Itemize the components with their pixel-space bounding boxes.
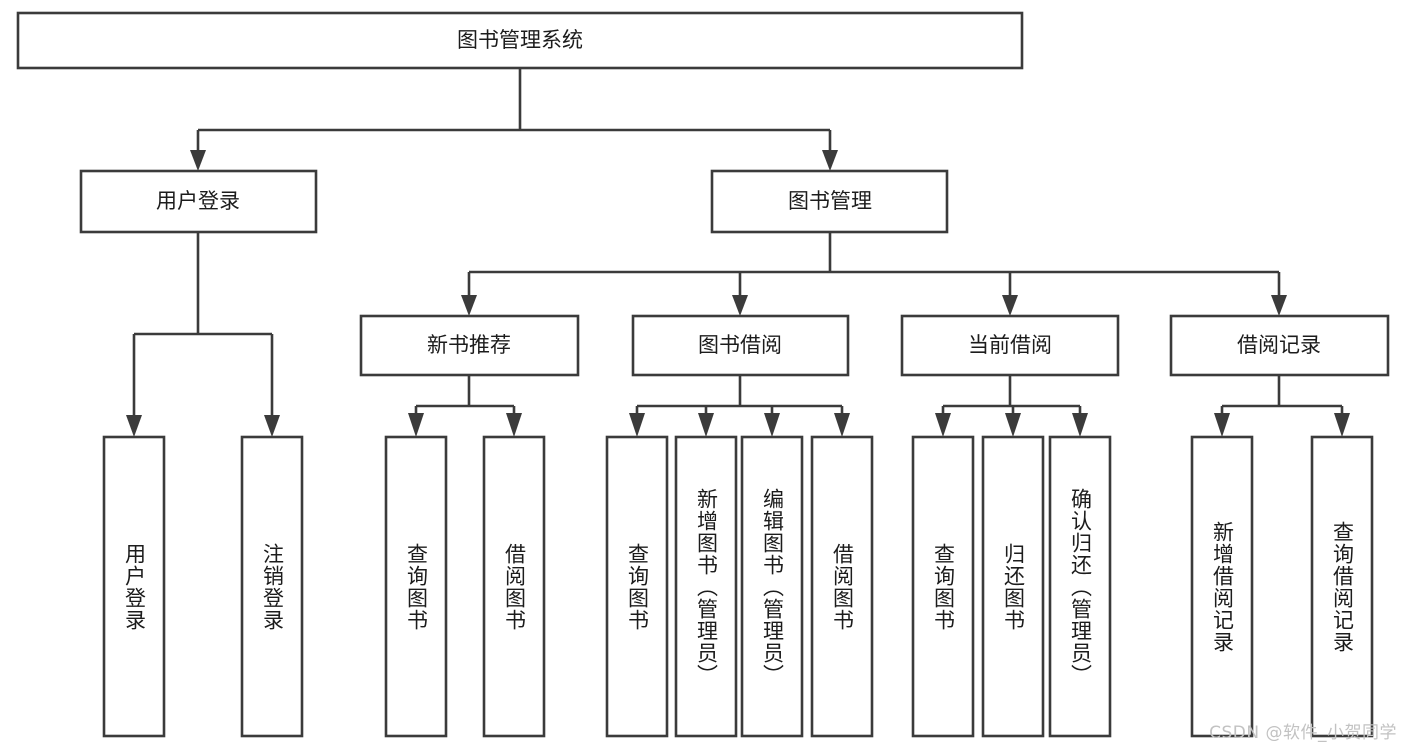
node-box-current-borrow[interactable] (900, 314, 1120, 377)
arrow-head-icon (732, 295, 748, 316)
leaf-box-11[interactable] (1190, 435, 1254, 738)
arrow-head-icon (764, 413, 780, 437)
leaf-box-12[interactable] (1310, 435, 1374, 738)
leaf-box-7[interactable] (810, 435, 874, 738)
node-label-current-borrow: 当前借阅 (968, 333, 1052, 357)
leaf-box-1[interactable] (240, 435, 304, 738)
arrow-head-icon (698, 413, 714, 437)
node-label-book-management: 图书管理 (788, 189, 872, 213)
arrow-head-icon (1005, 413, 1021, 437)
leaf-box-6[interactable] (740, 435, 804, 738)
leaf-box-2[interactable] (384, 435, 448, 738)
node-layer (16, 11, 1390, 738)
arrow-head-icon (1271, 295, 1287, 316)
leaf-box-3[interactable] (482, 435, 546, 738)
arrow-head-icon (834, 413, 850, 437)
node-label-user-login: 用户登录 (156, 189, 240, 213)
arrow-head-icon (408, 413, 424, 437)
arrow-head-icon (629, 413, 645, 437)
arrow-head-icon (822, 150, 838, 171)
arrow-head-icon (1214, 413, 1230, 437)
node-label-root: 图书管理系统 (457, 28, 583, 52)
node-box-user-login[interactable] (79, 169, 318, 234)
watermark-text: CSDN @软件_小贺同学 (1209, 723, 1397, 743)
leaf-box-10[interactable] (1048, 435, 1112, 738)
leaf-box-5[interactable] (674, 435, 738, 738)
arrow-head-icon (461, 295, 477, 316)
arrow-head-icon (506, 413, 522, 437)
node-label-borrow-record: 借阅记录 (1237, 333, 1321, 357)
arrow-head-icon (935, 413, 951, 437)
arrow-head-icon (190, 150, 206, 171)
arrow-head-icon (1002, 295, 1018, 316)
node-box-book-borrow[interactable] (631, 314, 850, 377)
node-box-book-management[interactable] (710, 169, 949, 234)
arrow-head-icon (1072, 413, 1088, 437)
node-label-book-borrow: 图书借阅 (698, 333, 782, 357)
leaf-box-0[interactable] (102, 435, 166, 738)
label-layer: 图书管理系统 用户登录 图书管理 新书推荐 图书借阅 当前借阅 借阅记录 (156, 28, 1321, 357)
arrow-head-icon (126, 415, 142, 437)
node-box-new-book-recommend[interactable] (359, 314, 580, 377)
node-label-new-book-recommend: 新书推荐 (427, 333, 511, 357)
leaf-box-8[interactable] (911, 435, 975, 738)
node-box-root[interactable] (16, 11, 1024, 70)
connector-layer (126, 68, 1350, 437)
node-box-borrow-record[interactable] (1169, 314, 1390, 377)
leaf-box-9[interactable] (981, 435, 1045, 738)
arrow-head-icon (264, 415, 280, 437)
arrow-head-icon (1334, 413, 1350, 437)
leaf-box-4[interactable] (605, 435, 669, 738)
